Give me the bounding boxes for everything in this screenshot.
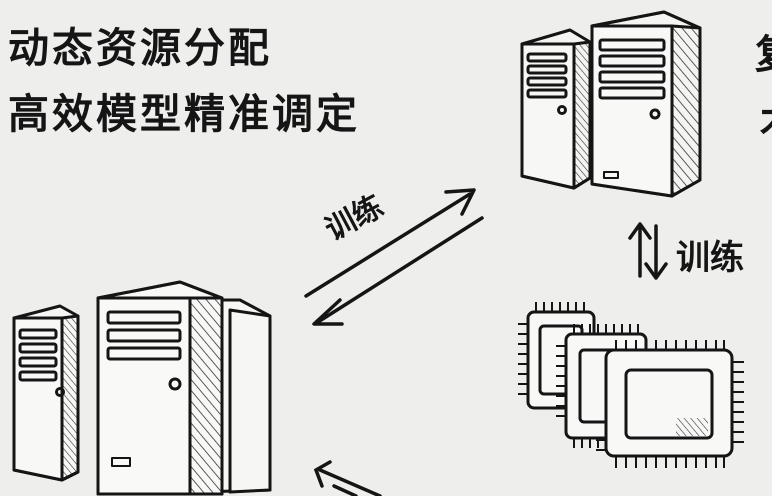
vertical-arrow-label: 训练 — [676, 238, 744, 278]
cut-off-text-2: 木 — [760, 88, 772, 146]
cut-off-text-1: 复 — [755, 22, 772, 80]
cpu-chip-stack-icon — [518, 302, 744, 468]
partial-arrow-icon — [313, 460, 382, 496]
diagonal-bidirectional-arrow-icon — [304, 188, 484, 326]
title-line-1: 动态资源分配 — [8, 24, 272, 72]
title-line-2: 高效模型精准调定 — [8, 90, 360, 138]
vertical-bidirectional-arrow-icon — [628, 222, 668, 280]
server-tower-group-icon — [12, 280, 272, 496]
server-tower-pair-icon — [520, 10, 702, 198]
